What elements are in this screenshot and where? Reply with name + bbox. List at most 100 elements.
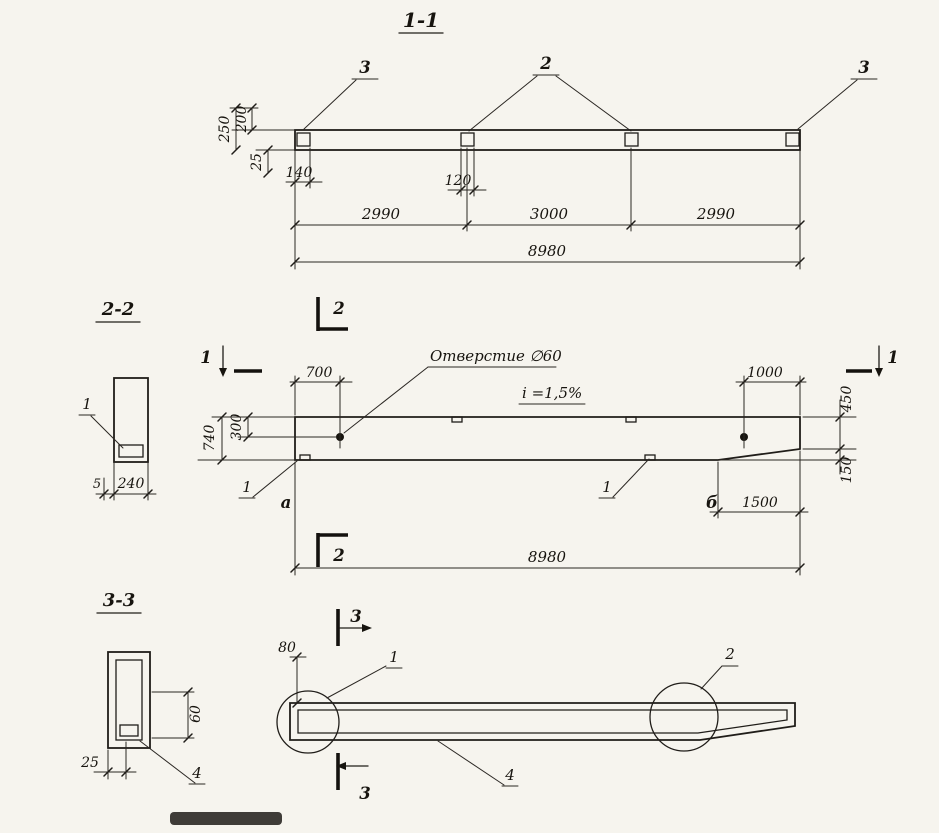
embed-plate: [785, 132, 800, 147]
section-3-3-view: 3-3 4 60 25: [80, 590, 206, 785]
hole-label: Отверстие ∅60: [430, 347, 562, 365]
dim-1000: 1000: [747, 365, 783, 381]
section-2-2-title: 2-2: [101, 299, 135, 320]
dim-60: 60: [188, 705, 204, 723]
cut-label-3-bottom: 3: [359, 784, 370, 803]
profile-outline: [289, 702, 796, 741]
tick-marks: [713, 507, 805, 517]
dim-25: 25: [249, 153, 265, 172]
leader-line: [700, 665, 723, 690]
plate-mark: [451, 416, 463, 423]
beam-outline: [294, 129, 801, 151]
arrowhead-down: [875, 368, 883, 377]
dim-120: 120: [445, 173, 472, 189]
tick-marks: [290, 220, 805, 230]
plate-mark: [625, 416, 637, 423]
dim-total-plan: 8980: [528, 548, 567, 566]
section-3-3-title: 3-3: [103, 590, 136, 611]
cut-label-3-top: 3: [350, 607, 361, 626]
leader-line: [468, 75, 538, 132]
embed-plate: [296, 132, 311, 147]
callout-3-right: 3: [858, 58, 869, 77]
section-1-1-title: 1-1: [403, 8, 439, 32]
dim-25: 25: [80, 755, 99, 771]
tick-marks: [739, 377, 805, 387]
embed-plate: [624, 132, 639, 147]
cut-label-1-right: 1: [887, 348, 898, 367]
dim-140: 140: [286, 165, 313, 181]
arrowhead-left: [336, 762, 346, 770]
section-3-3-void: [115, 659, 143, 741]
leader-line: [252, 460, 298, 498]
section-2-2-outline: [113, 377, 149, 463]
tick-marks: [183, 687, 193, 743]
callout-3-left: 3: [359, 58, 370, 77]
embed-detail: [118, 444, 144, 458]
leader-line: [90, 415, 124, 449]
dim-450: 450: [839, 386, 855, 414]
tick-marks: [290, 257, 805, 267]
section-3-3-outline: [107, 651, 151, 749]
dim-250: 250: [217, 116, 233, 144]
section-2-2-view: 2-2 1 5 240: [78, 299, 157, 501]
leader-line: [555, 75, 632, 132]
tick-marks: [456, 185, 479, 195]
bottom-view: 3 3 80 1 2 4: [276, 607, 796, 803]
leader-line: [326, 665, 387, 699]
leader-line: [139, 740, 196, 784]
dim-700: 700: [306, 365, 333, 381]
callout-2: 2: [724, 645, 735, 663]
cut-label-1-left: 1: [200, 348, 211, 367]
callout-1: 1: [82, 395, 92, 413]
leader-line: [437, 740, 505, 786]
plate-mark: [299, 454, 311, 461]
tick-marks: [217, 412, 253, 465]
leader-line: [343, 366, 429, 434]
dim-span-3: 2990: [696, 205, 736, 223]
leader-line: [303, 79, 357, 130]
section-1-1-elevation: 1-1 3 2 3 200 250 25 140: [217, 8, 878, 270]
dim-5: 5: [93, 477, 101, 492]
dim-1500: 1500: [742, 495, 778, 511]
plan-view: 2 2 1 1 700 Отверстие ∅60: [197, 297, 899, 576]
dim-total: 8980: [528, 242, 567, 260]
tick-marks: [290, 563, 805, 573]
dim-200: 200: [234, 106, 250, 134]
dim-150: 150: [839, 457, 855, 484]
tick-marks: [835, 412, 845, 465]
dim-span-2: 3000: [530, 205, 569, 223]
tick-marks: [231, 103, 273, 178]
callout-1: 1: [389, 648, 399, 666]
plate-mark: [644, 454, 656, 461]
callout-4: 4: [504, 766, 515, 784]
leader-line: [797, 79, 858, 130]
cut-label-2-top: 2: [332, 299, 344, 318]
axis-label-b: б: [706, 493, 718, 512]
dim-300: 300: [229, 414, 245, 441]
dim-80: 80: [278, 640, 296, 656]
profile-inner-wall: [297, 709, 788, 734]
slope-label: i =1,5%: [522, 384, 582, 402]
dim-240: 240: [117, 476, 145, 492]
arrowhead-down: [219, 368, 227, 377]
embed-plate: [460, 132, 475, 147]
dim-span-1: 2990: [361, 205, 401, 223]
callout-1b: 1: [602, 478, 612, 496]
plan-outline: [294, 416, 801, 461]
axis-label-a: а: [281, 493, 292, 512]
cut-label-2-bottom: 2: [332, 546, 344, 565]
tick-marks: [99, 489, 153, 499]
leader-line: [612, 458, 650, 498]
callout-4: 4: [191, 764, 202, 782]
detail-circle-1: [276, 690, 340, 754]
dim-740: 740: [202, 425, 218, 452]
arrowhead-right: [362, 624, 372, 632]
callout-1a: 1: [242, 478, 252, 496]
detail-circle-2: [649, 682, 719, 752]
scan-artifact: [170, 812, 282, 825]
tick-marks: [103, 767, 131, 777]
channel-insert: [119, 724, 139, 737]
tick-marks: [290, 377, 345, 387]
callout-2-mid: 2: [539, 54, 551, 73]
